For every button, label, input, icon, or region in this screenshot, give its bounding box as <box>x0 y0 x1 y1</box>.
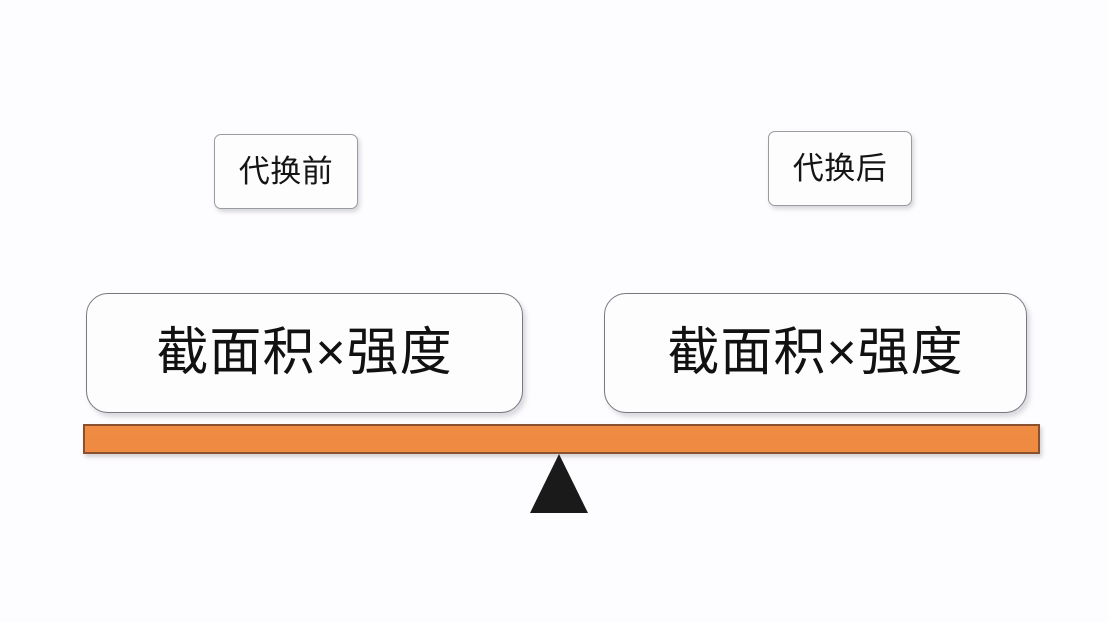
pan-formula-left: 截面积×强度 <box>156 324 453 382</box>
caption-label-before: 代换前 <box>238 154 334 189</box>
caption-box-after: 代换后 <box>768 131 912 206</box>
lever-beam <box>83 424 1040 454</box>
caption-label-after: 代换后 <box>792 151 888 186</box>
pan-box-right: 截面积×强度 <box>604 293 1027 413</box>
pan-box-left: 截面积×强度 <box>86 293 523 413</box>
caption-box-before: 代换前 <box>214 134 358 209</box>
pan-formula-right: 截面积×强度 <box>667 324 964 382</box>
fulcrum-triangle-icon <box>528 454 590 514</box>
